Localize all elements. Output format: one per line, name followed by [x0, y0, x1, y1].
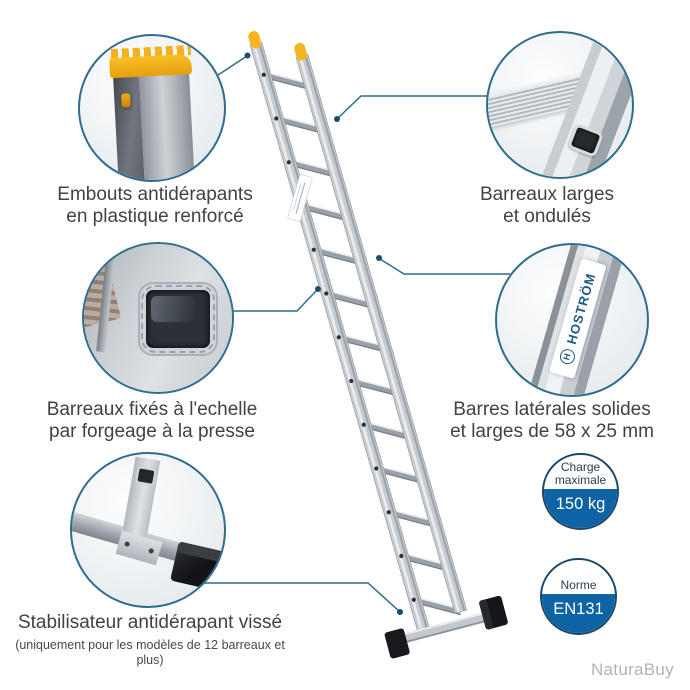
wide-rung-closeup-icon: [488, 33, 632, 177]
connector-lines: [204, 55, 510, 612]
badge-charge-maximale: Charge maximale 150 kg: [542, 453, 619, 530]
ladder-top-caps: [248, 31, 308, 61]
forged-socket-closeup-icon: [84, 244, 232, 392]
label-forgeage: Barreaux fixés à l'echelle par forgeage …: [2, 399, 302, 444]
label-embouts: Embouts antidérapants en plastique renfo…: [5, 184, 305, 229]
label-stabilisateur-line1: Stabilisateur antidérapant vissé: [17, 612, 283, 633]
connector-dots: [244, 52, 403, 615]
label-barreaux-larges-line2: et ondulés: [503, 206, 591, 228]
stabilizer-bar: [384, 595, 508, 659]
stabilizer-closeup-icon: [72, 454, 224, 606]
badge-charge-title: Charge maximale: [554, 460, 607, 488]
watermark: NaturaBuy: [590, 660, 674, 679]
callout-circle-stabilisateur: [70, 452, 226, 608]
end-cap-closeup-icon: [80, 36, 224, 180]
side-rail-closeup-icon: H HOSTRÖM: [497, 245, 647, 395]
label-stabilisateur: Stabilisateur antidérapant vissé (unique…: [0, 612, 300, 668]
label-barres-laterales-line2: et larges de 58 x 25 mm: [450, 421, 654, 443]
label-embouts-line1: Embouts antidérapants: [57, 184, 253, 205]
callout-circle-embouts: [78, 34, 226, 182]
label-barreaux-larges-line1: Barreaux larges: [479, 184, 615, 205]
badge-norme: Norme EN131: [540, 558, 617, 635]
ladder-stiles: [249, 41, 467, 634]
stabilizer-foot-right: [479, 595, 508, 630]
stabilizer-foot-left: [384, 628, 410, 659]
callout-circle-barreaux-larges: [486, 31, 634, 179]
badge-norme-title: Norme: [560, 578, 597, 593]
ladder-rivets: [261, 72, 416, 602]
callout-circle-forgeage: [82, 242, 234, 394]
badge-charge-value: 150 kg: [544, 489, 617, 528]
label-barres-laterales: Barres latérales solides et larges de 58…: [422, 399, 682, 444]
brand-label: H HOSTRÖM: [549, 258, 607, 379]
label-embouts-line2: en plastique renforcé: [66, 206, 244, 228]
ladder-brand-sticker: [287, 174, 313, 222]
brand-name: HOSTRÖM: [563, 271, 599, 346]
label-barreaux-larges: Barreaux larges et ondulés: [417, 184, 677, 229]
brand-h-icon: H: [557, 347, 577, 367]
callout-circle-barres-laterales: H HOSTRÖM: [495, 243, 649, 397]
label-stabilisateur-line2: (uniquement pour les modèles de 12 barre…: [15, 638, 285, 668]
ladder-rungs: [263, 71, 462, 616]
label-forgeage-line2: par forgeage à la presse: [49, 421, 255, 443]
label-forgeage-line1: Barreaux fixés à l'echelle: [46, 399, 258, 420]
label-barres-laterales-line1: Barres latérales solides: [453, 399, 651, 420]
